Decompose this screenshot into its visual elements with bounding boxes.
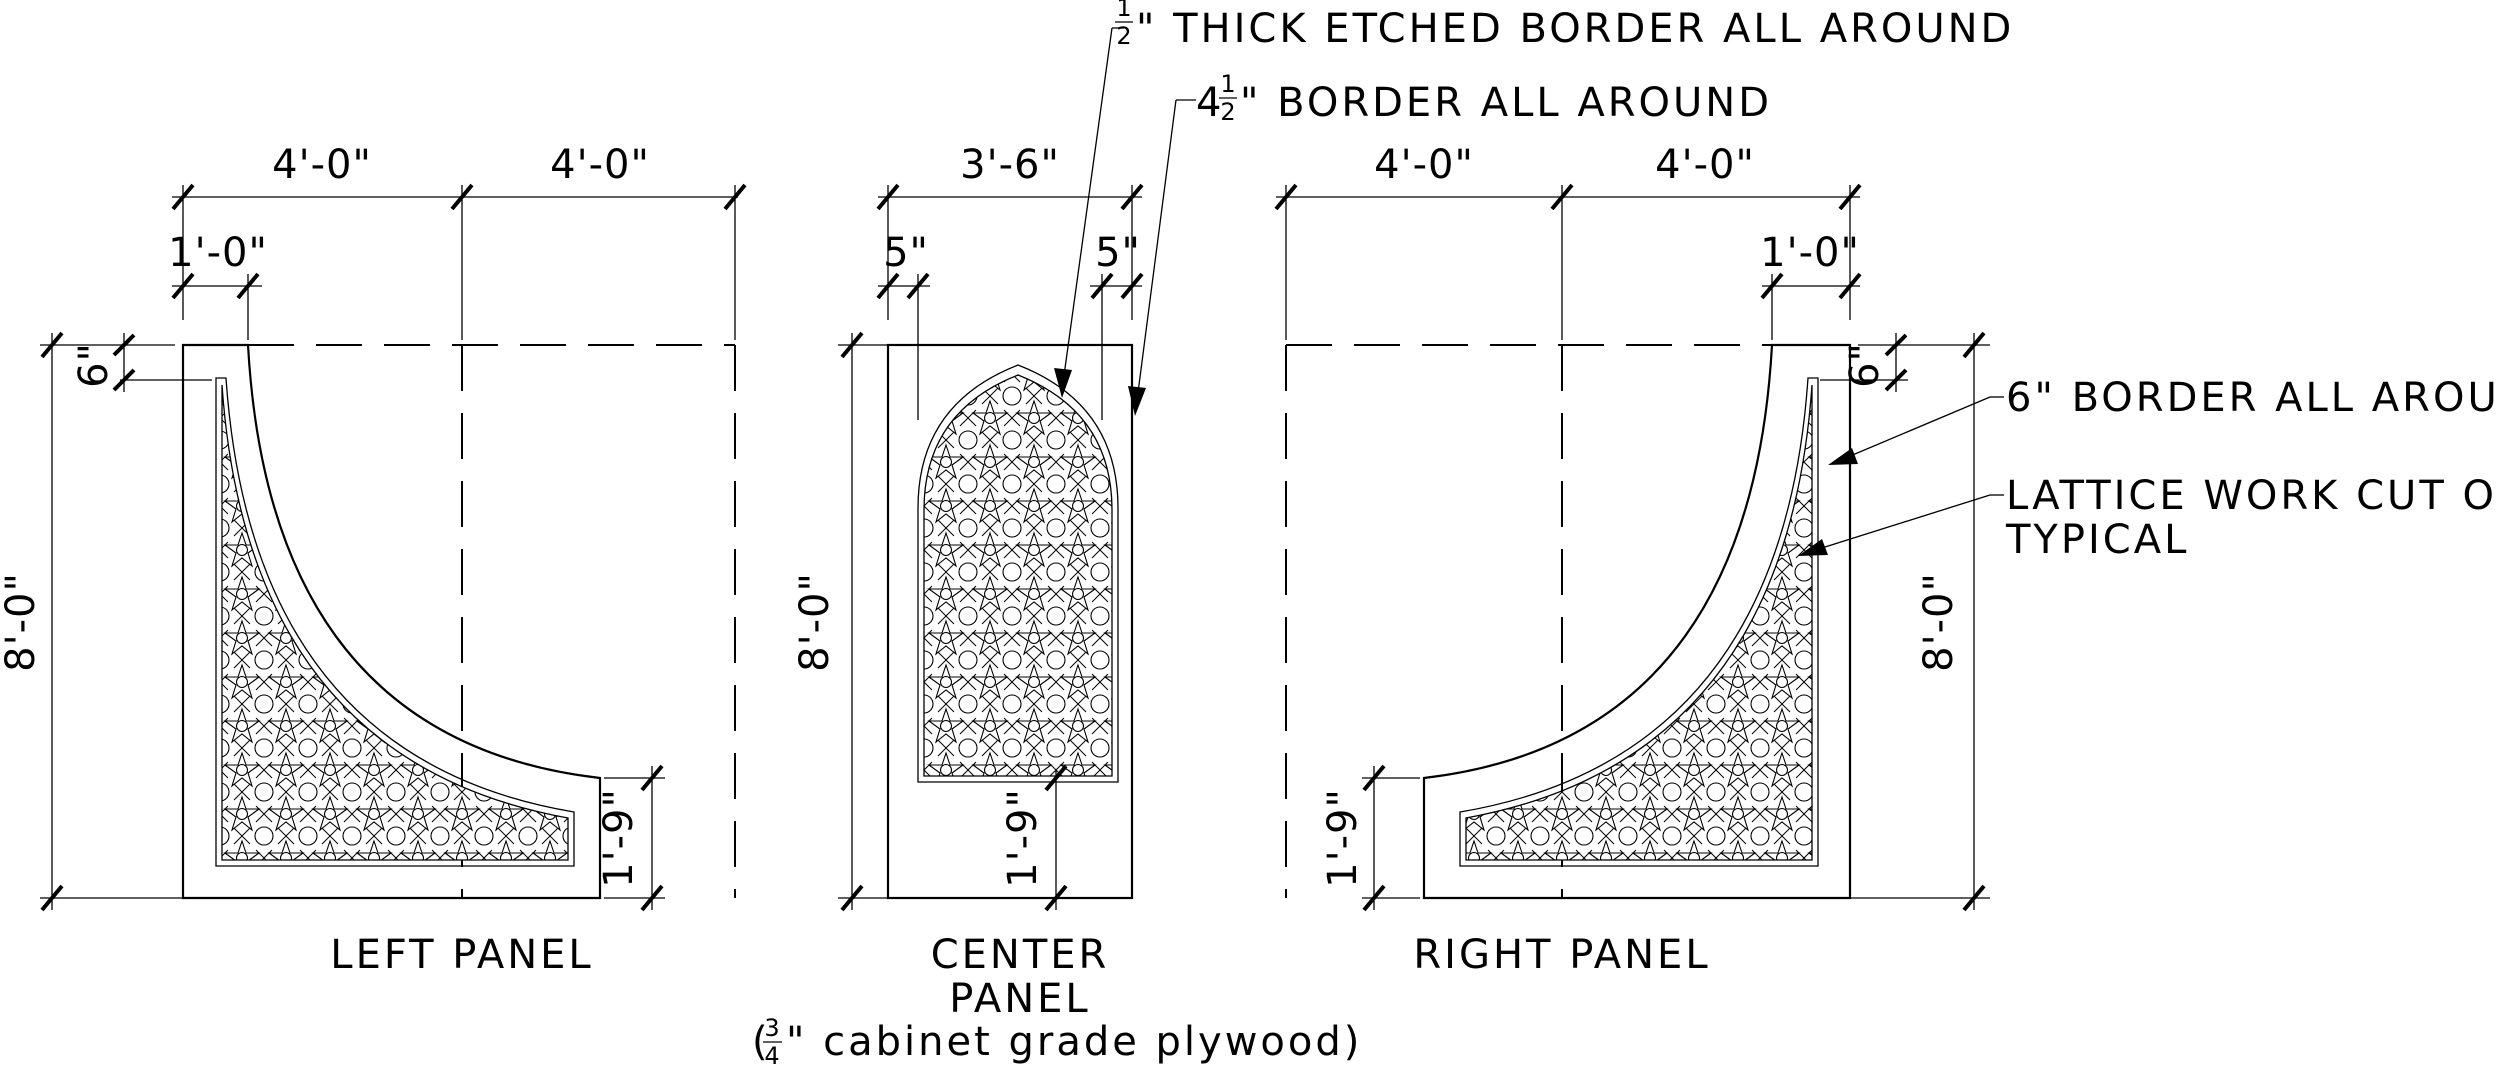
svg-text:1: 1 (1220, 70, 1235, 98)
note-lattice: LATTICE WORK CUT OUT, TYPICAL (1798, 473, 2500, 563)
center-etched-border (917, 364, 1119, 783)
center-dim-height: 8'-0" (792, 572, 838, 672)
right-etched-border (1459, 377, 1819, 867)
center-lattice (924, 375, 1112, 776)
left-dim-width-left: 4'-0" (272, 142, 372, 188)
svg-text:4: 4 (764, 1042, 779, 1070)
note-etched-border-text: " THICK ETCHED BORDER ALL AROUND (1136, 6, 2014, 52)
right-dim-low-edge: 1'-9" (1320, 788, 1366, 888)
right-dim-border: 6" (1842, 342, 1888, 388)
left-dim-inset: 1'-0" (168, 230, 268, 276)
left-dim-border: 6" (71, 342, 117, 388)
center-panel: 3'-6" 5" 5" 8'-0" 1'-9" CENTER PANEL ( 3… (752, 142, 1362, 1070)
svg-text:1: 1 (1116, 0, 1131, 22)
left-dim-height: 8'-0" (0, 572, 44, 672)
left-panel: 4'-0" 4'-0" 1'-0" 6" 8'-0" 1'-9" LEFT PA… (0, 142, 747, 978)
left-dim-width-right: 4'-0" (550, 142, 650, 188)
center-lattice-edge (923, 374, 1113, 777)
note-border-4-half: 4 1 2 " BORDER ALL AROUND (1128, 70, 1772, 416)
left-lattice (222, 385, 568, 860)
center-panel-outline (886, 343, 1134, 900)
svg-text:4: 4 (1196, 80, 1224, 126)
center-panel-title-line2: PANEL (949, 976, 1090, 1022)
left-etched-border (215, 377, 575, 867)
center-dim-bottom: 1'-9" (1000, 788, 1046, 888)
svg-text:(: ( (752, 1019, 771, 1065)
center-panel-title-line1: CENTER (931, 932, 1110, 978)
note-border-4-half-text: " BORDER ALL AROUND (1240, 80, 1772, 126)
right-lattice-edge (1465, 384, 1813, 861)
leader-lattice (1805, 494, 1991, 554)
right-panel: 4'-0" 4'-0" 1'-0" 6" 8'-0" 1'-9" RIGHT P… (1274, 142, 1990, 978)
note-border-6: 6" BORDER ALL AROUND (1828, 375, 2500, 465)
right-panel-title: RIGHT PANEL (1413, 932, 1710, 978)
center-dim-right-border: 5" (1095, 230, 1141, 276)
center-dim-width: 3'-6" (960, 142, 1060, 188)
left-lattice-edge (221, 384, 569, 861)
right-dim-width-left: 4'-0" (1374, 142, 1474, 188)
leader-etched-border (1061, 27, 1113, 391)
right-dim-height: 8'-0" (1916, 572, 1962, 672)
leader-border-6 (1835, 396, 1991, 463)
center-dim-left-border: 5" (883, 230, 929, 276)
svg-text:2: 2 (1116, 22, 1131, 50)
center-panel-material-note: ( 3 4 " cabinet grade plywood) (752, 1014, 1362, 1070)
left-dim-low-edge: 1'-9" (596, 788, 642, 888)
right-dim-width-right: 4'-0" (1655, 142, 1755, 188)
note-etched-border: 1 2 " THICK ETCHED BORDER ALL AROUND (1054, 0, 2014, 398)
svg-text:2: 2 (1220, 98, 1235, 126)
left-panel-outline (181, 343, 602, 900)
note-lattice-line1: LATTICE WORK CUT OUT, (2006, 473, 2500, 519)
svg-text:" cabinet grade plywood): " cabinet grade plywood) (786, 1019, 1362, 1065)
right-dim-inset: 1'-0" (1760, 230, 1860, 276)
right-panel-outline (1422, 343, 1852, 900)
svg-text:3: 3 (764, 1014, 779, 1042)
note-lattice-line2: TYPICAL (2005, 517, 2189, 563)
leader-border-4-half (1135, 99, 1177, 409)
right-lattice (1466, 385, 1812, 860)
note-border-6-text: 6" BORDER ALL AROUND (2006, 375, 2500, 421)
left-panel-title: LEFT PANEL (330, 932, 593, 978)
